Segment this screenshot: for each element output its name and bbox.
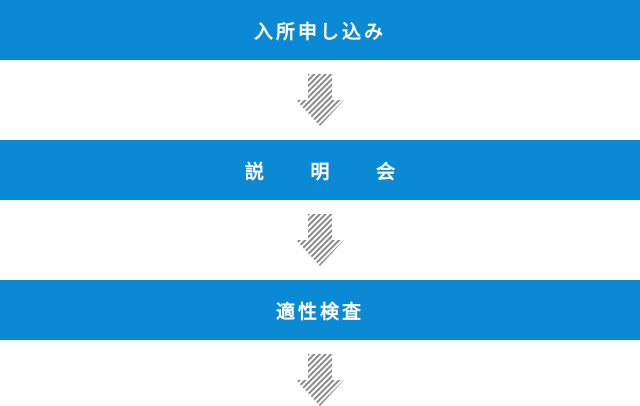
step-aptitude-test: 適性検査 xyxy=(0,280,640,340)
step-label: 入所申し込み xyxy=(253,20,386,43)
step-label: 適性検査 xyxy=(275,300,364,323)
down-arrow-icon xyxy=(296,354,344,406)
step-briefing: 説 明 会 xyxy=(0,140,640,200)
down-arrow-icon xyxy=(296,214,344,266)
step-application: 入所申し込み xyxy=(0,0,640,60)
down-arrow-icon xyxy=(296,74,344,126)
step-label: 説 明 会 xyxy=(244,160,416,183)
